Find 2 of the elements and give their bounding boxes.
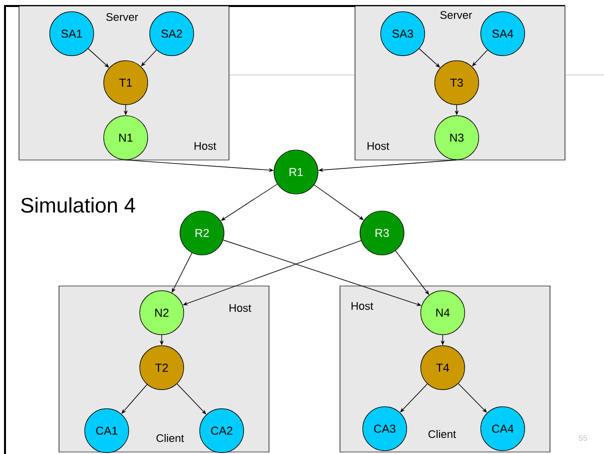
slide-title: Simulation 4	[21, 197, 136, 213]
page-number: 55	[578, 435, 588, 441]
